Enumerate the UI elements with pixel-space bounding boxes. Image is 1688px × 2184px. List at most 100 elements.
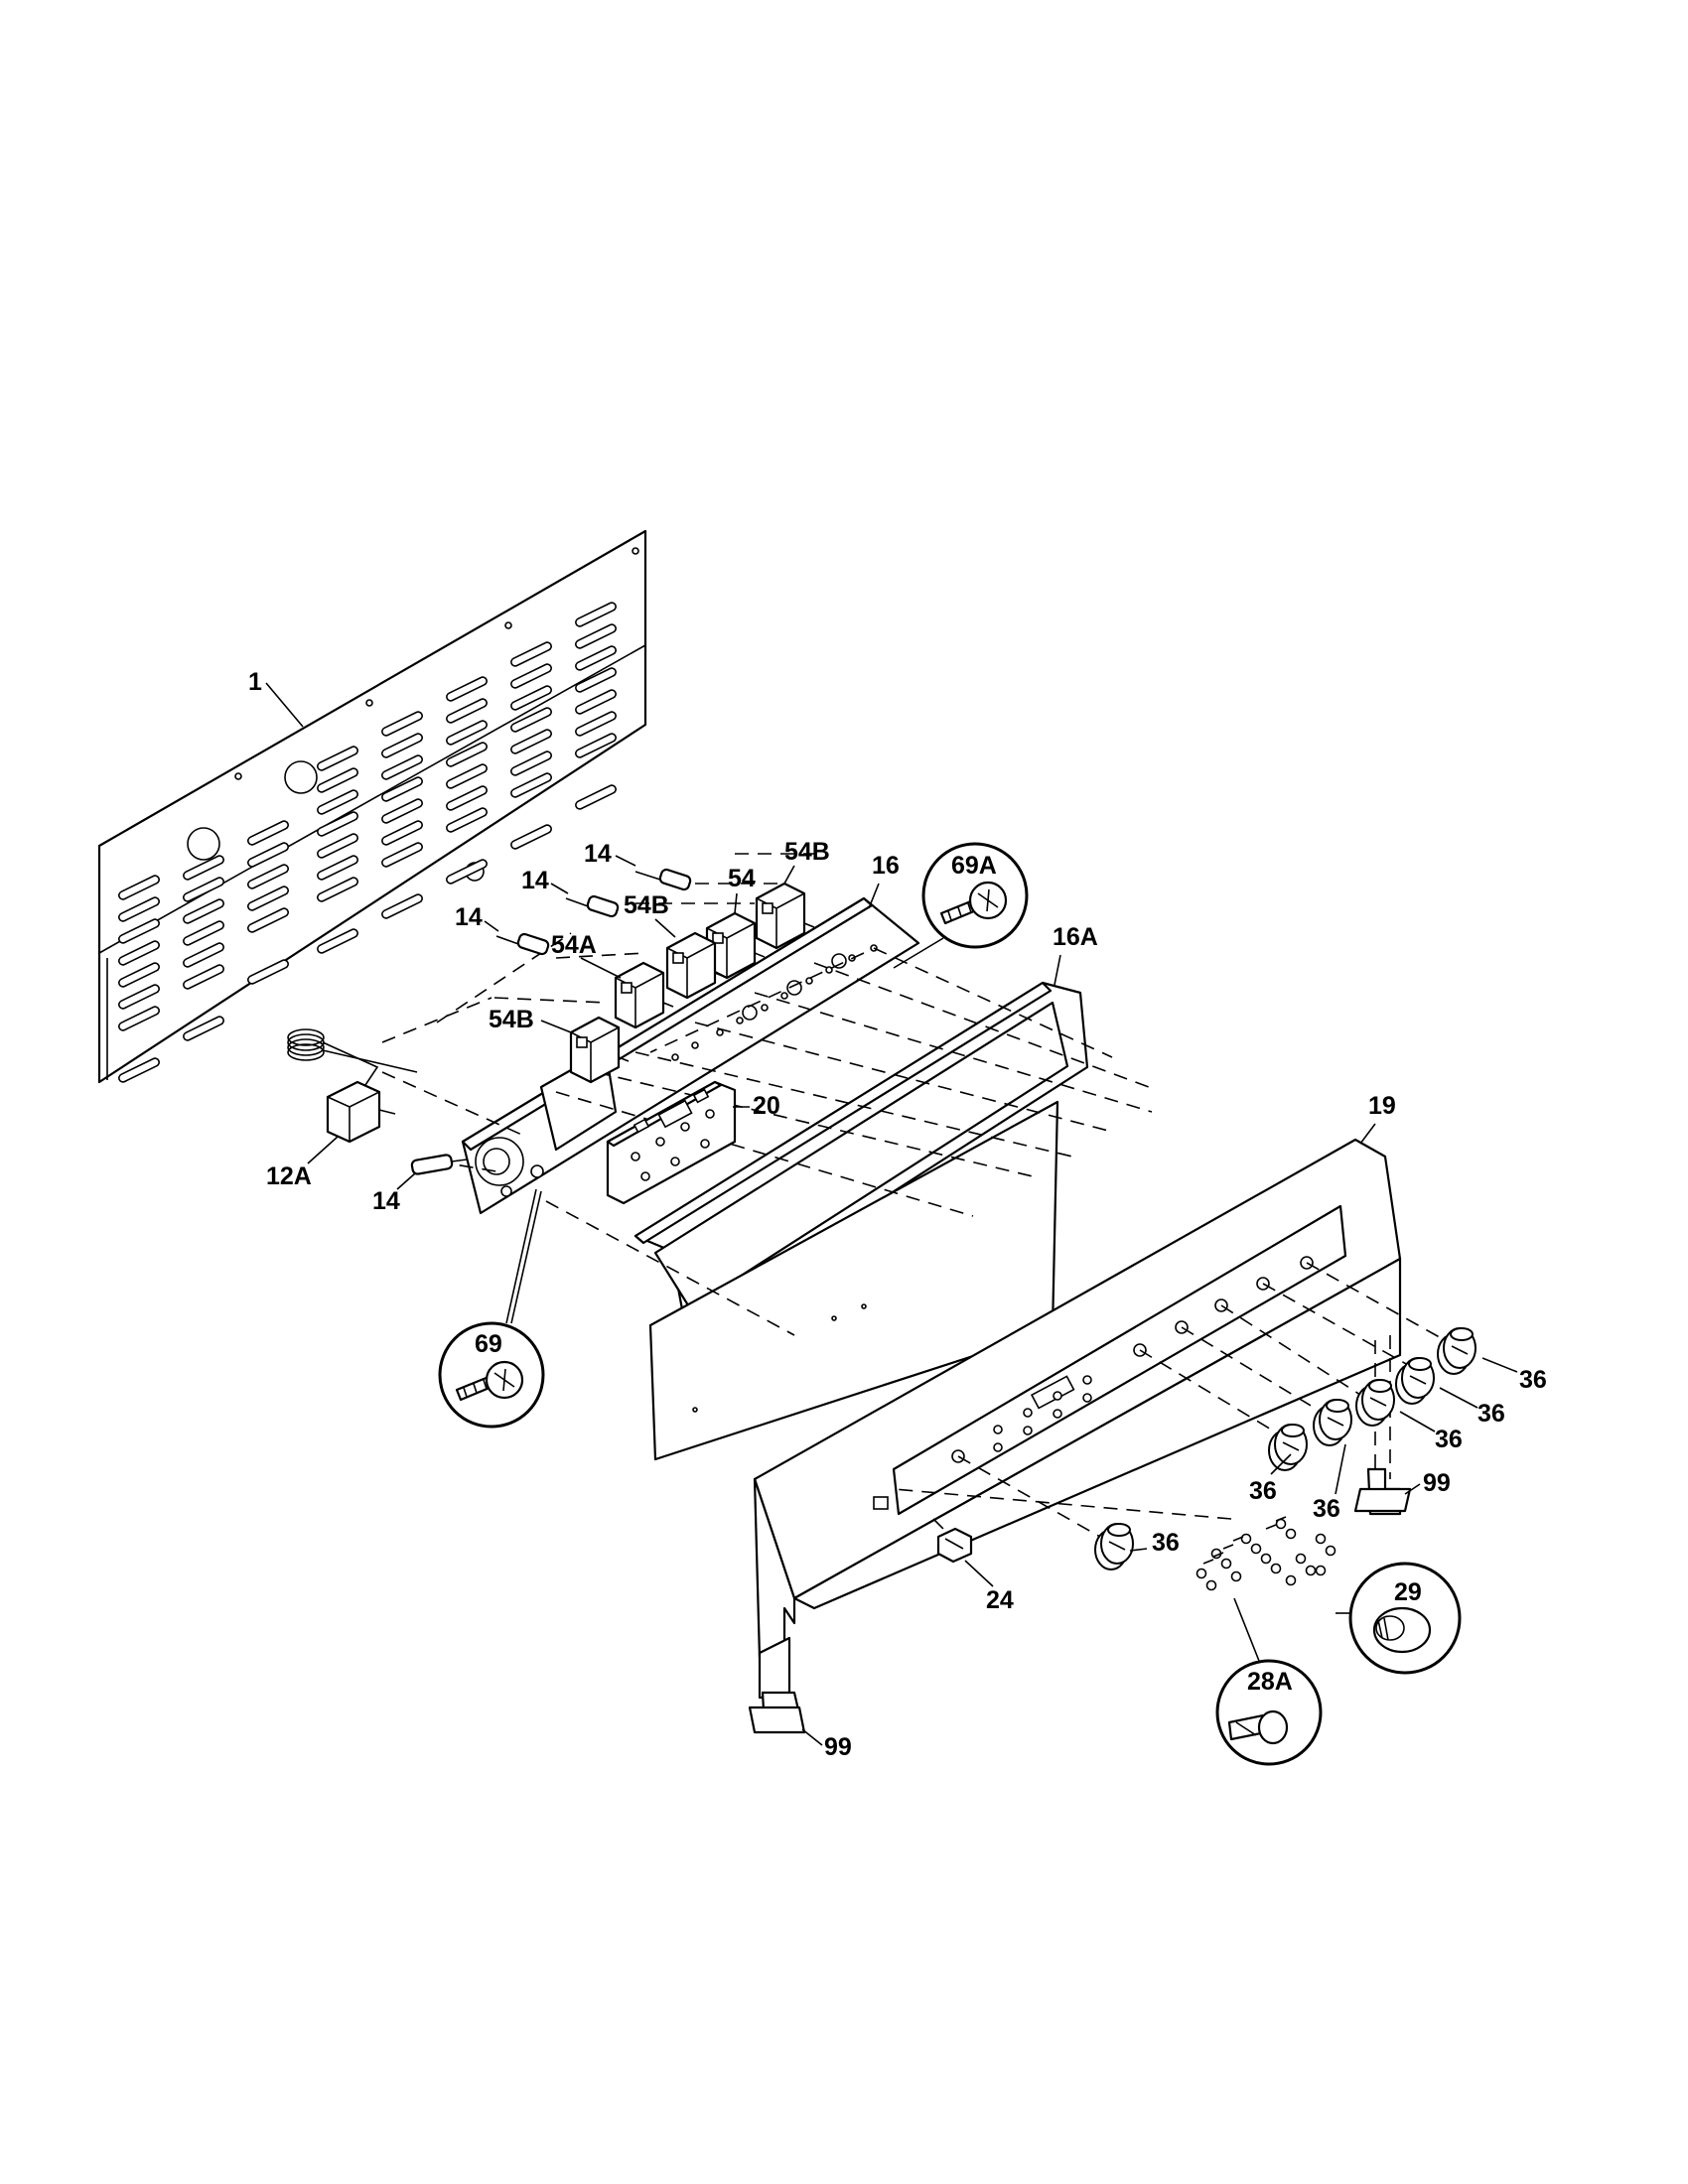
screw [1232,1536,1244,1542]
screw [1222,1544,1234,1550]
fastener [1250,1543,1262,1555]
fastener [1325,1545,1336,1557]
label-part-24: 24 [986,1586,1014,1614]
label-part-29: 29 [1394,1578,1422,1606]
label-part-36-b: 36 [1477,1400,1505,1428]
louver-slot [575,623,617,649]
control-bracket [461,896,920,1215]
louver-slot [575,733,617,758]
label-part-36-c: 36 [1435,1426,1463,1453]
label-part-54: 54 [728,865,756,892]
louver-slot [317,746,358,771]
knob [1268,1424,1308,1471]
louver-slot [381,820,423,846]
knob [1395,1357,1435,1405]
louver-slot [510,663,552,689]
louver-slot [446,807,488,833]
label-part-14c: 14 [455,903,483,931]
louver-slot [183,855,224,881]
clock-control-20 [606,1080,737,1205]
knob [1437,1327,1477,1375]
louver-slot [381,711,423,737]
label-part-99-right: 99 [1423,1469,1451,1497]
label-part-14b: 14 [521,867,549,894]
fastener [1315,1533,1327,1545]
switch-54b-mid [665,931,726,1000]
louver-slot-lower [118,1057,160,1083]
switch-24 [936,1527,973,1564]
louver-slot [510,707,552,733]
label-part-36-a: 36 [1519,1366,1547,1394]
fastener [1295,1553,1307,1565]
louver-slot [317,767,358,793]
fastener [1230,1570,1242,1582]
alignment-lines [381,853,1446,1542]
shaft-14-c [495,932,550,956]
label-part-19: 19 [1368,1092,1396,1120]
louver-slot [510,772,552,798]
control-button [1053,1409,1062,1419]
fastener [1205,1579,1217,1591]
louver-slot-lower [381,893,423,919]
louver-slot [118,940,160,966]
callout-screw-69a [893,842,1029,969]
label-part-54b-3: 54B [489,1006,534,1033]
knob [1355,1379,1395,1427]
control-button [993,1442,1003,1452]
louver-slot [247,886,289,911]
louver-slot [446,742,488,767]
control-button [1023,1408,1033,1418]
thermostat-12a [287,1028,418,1144]
louver-slot [118,896,160,922]
louver-slot [183,942,224,968]
control-button [1082,1393,1092,1403]
fastener [1196,1568,1207,1579]
control-button [1053,1391,1062,1401]
control-button [1082,1375,1092,1385]
label-part-54b-2: 54B [624,891,669,919]
fastener [1270,1563,1282,1574]
louver-slot [575,602,617,627]
shaft-14-b [565,894,620,918]
louver-slot [381,754,423,780]
bracket-99-right [1353,1467,1412,1516]
trim-frame [633,981,1089,1461]
louver-slot [381,776,423,802]
louver-slot [510,641,552,667]
louver-slot [317,811,358,837]
louver-slot [317,833,358,859]
label-part-69a: 69A [951,852,997,880]
louver-slot-lower [317,928,358,954]
louver-slot [183,920,224,946]
label-part-36-f: 36 [1152,1529,1180,1557]
louver-slot-lower [575,784,617,810]
bracket-99-left [748,1691,806,1734]
fastener [1285,1528,1297,1540]
louver-slot [575,711,617,737]
screw [1265,1524,1277,1530]
label-part-14a: 14 [584,840,612,868]
screw [1212,1552,1224,1558]
fastener [1285,1574,1297,1586]
switch-54b-low [569,1016,630,1084]
callout-knob-29 [1336,1562,1462,1675]
label-part-69: 69 [475,1330,502,1358]
louver-slot-lower [183,1016,224,1041]
knob [1094,1523,1134,1570]
fasteners-cluster [1196,1516,1336,1591]
louver-slot [446,785,488,811]
louver-slot [510,685,552,711]
label-part-16: 16 [872,852,900,880]
control-button [993,1425,1003,1434]
fastener [1305,1565,1317,1576]
louver-slot [446,698,488,724]
louver-slot [446,676,488,702]
control-button [1023,1426,1033,1435]
louver-slot-lower [446,859,488,885]
switch-54a [614,961,674,1029]
louver-slot [381,798,423,824]
louver-slot [183,877,224,902]
label-part-12a: 12A [266,1162,312,1190]
panel-louvers [118,602,617,1083]
